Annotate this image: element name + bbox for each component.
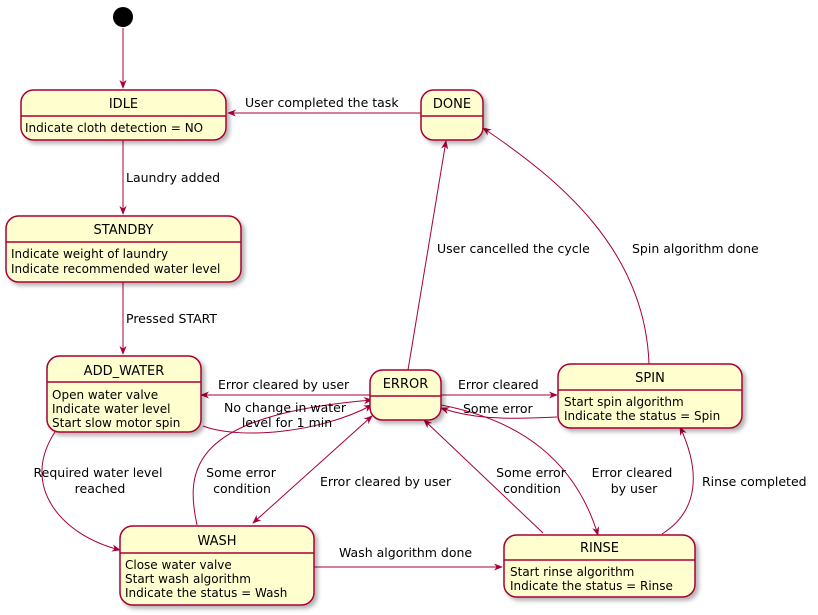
- state-error-title: ERROR: [383, 377, 429, 392]
- label-standby-addwater: Pressed START: [126, 311, 217, 326]
- label-error-rinse-2: by user: [611, 481, 658, 496]
- label-error-done: User cancelled the cycle: [437, 241, 590, 256]
- state-done-title: DONE: [433, 97, 471, 112]
- label-rinse-error-1: Some error: [496, 465, 567, 480]
- state-idle-line: Indicate cloth detection = NO: [25, 121, 203, 135]
- edge-addwater-wash: [41, 431, 121, 552]
- edge-spin-error: [440, 407, 558, 419]
- state-add-water-line-1: Open water valve: [52, 388, 158, 402]
- state-standby: STANDBY Indicate weight of laundry Indic…: [5, 215, 242, 283]
- label-error-spin: Error cleared: [458, 377, 539, 392]
- label-wash-error-1: Some error: [206, 465, 277, 480]
- label-done-idle: User completed the task: [245, 95, 399, 110]
- state-spin-line-2: Indicate the status = Spin: [564, 409, 720, 423]
- edge-error-done: [407, 140, 449, 371]
- label-error-wash: Error cleared by user: [320, 474, 452, 489]
- label-addwater-wash-2: reached: [75, 481, 126, 496]
- state-error: ERROR: [369, 369, 442, 421]
- state-rinse-line-2: Indicate the status = Rinse: [510, 579, 673, 593]
- state-add-water-line-3: Start slow motor spin: [52, 416, 180, 430]
- state-add-water-line-2: Indicate water level: [52, 402, 171, 416]
- edge-rinse-spin: [661, 426, 694, 535]
- label-wash-rinse: Wash algorithm done: [339, 545, 472, 560]
- state-spin-line-1: Start spin algorithm: [564, 395, 684, 409]
- state-rinse-title: RINSE: [580, 541, 619, 556]
- start-node: [113, 7, 133, 27]
- label-spin-error: Some error: [463, 401, 534, 416]
- transition-labels: User completed the task Laundry added Pr…: [34, 95, 807, 560]
- state-add-water-title: ADD_WATER: [84, 364, 165, 379]
- state-idle-title: IDLE: [109, 97, 138, 112]
- state-done: DONE: [420, 89, 484, 141]
- state-wash-line-1: Close water valve: [125, 558, 232, 572]
- edge-error-wash: [252, 415, 373, 524]
- state-standby-title: STANDBY: [94, 223, 154, 238]
- transitions: [41, 28, 694, 571]
- label-error-rinse-1: Error cleared: [592, 465, 673, 480]
- label-addwater-error-2: level for 1 min: [242, 415, 332, 430]
- state-spin: SPIN Start spin algorithm Indicate the s…: [557, 363, 743, 429]
- state-add-water: ADD_WATER Open water valve Indicate wate…: [46, 355, 202, 433]
- label-idle-standby: Laundry added: [126, 170, 220, 185]
- label-addwater-wash-1: Required water level: [34, 465, 163, 480]
- label-wash-error-2: condition: [213, 481, 271, 496]
- state-wash-line-3: Indicate the status = Wash: [125, 586, 287, 600]
- edge-spin-done: [482, 127, 650, 365]
- label-spin-done: Spin algorithm done: [632, 241, 759, 256]
- state-standby-line-2: Indicate recommended water level: [11, 262, 220, 276]
- label-addwater-error-1: No change in water: [224, 400, 347, 415]
- label-rinse-error-2: condition: [503, 481, 561, 496]
- state-spin-title: SPIN: [635, 371, 665, 386]
- state-wash-line-2: Start wash algorithm: [125, 572, 251, 586]
- label-rinse-spin: Rinse completed: [702, 474, 807, 489]
- state-rinse-line-1: Start rinse algorithm: [510, 565, 634, 579]
- edge-error-rinse: [440, 404, 600, 536]
- label-error-addwater: Error cleared by user: [218, 377, 350, 392]
- edge-wash-error: [192, 397, 373, 526]
- state-wash-title: WASH: [197, 534, 236, 549]
- state-wash: WASH Close water valve Start wash algori…: [119, 525, 315, 606]
- state-standby-line-1: Indicate weight of laundry: [11, 247, 168, 261]
- state-idle: IDLE Indicate cloth detection = NO: [20, 89, 227, 141]
- edge-rinse-error: [423, 419, 544, 534]
- state-rinse: RINSE Start rinse algorithm Indicate the…: [503, 534, 696, 598]
